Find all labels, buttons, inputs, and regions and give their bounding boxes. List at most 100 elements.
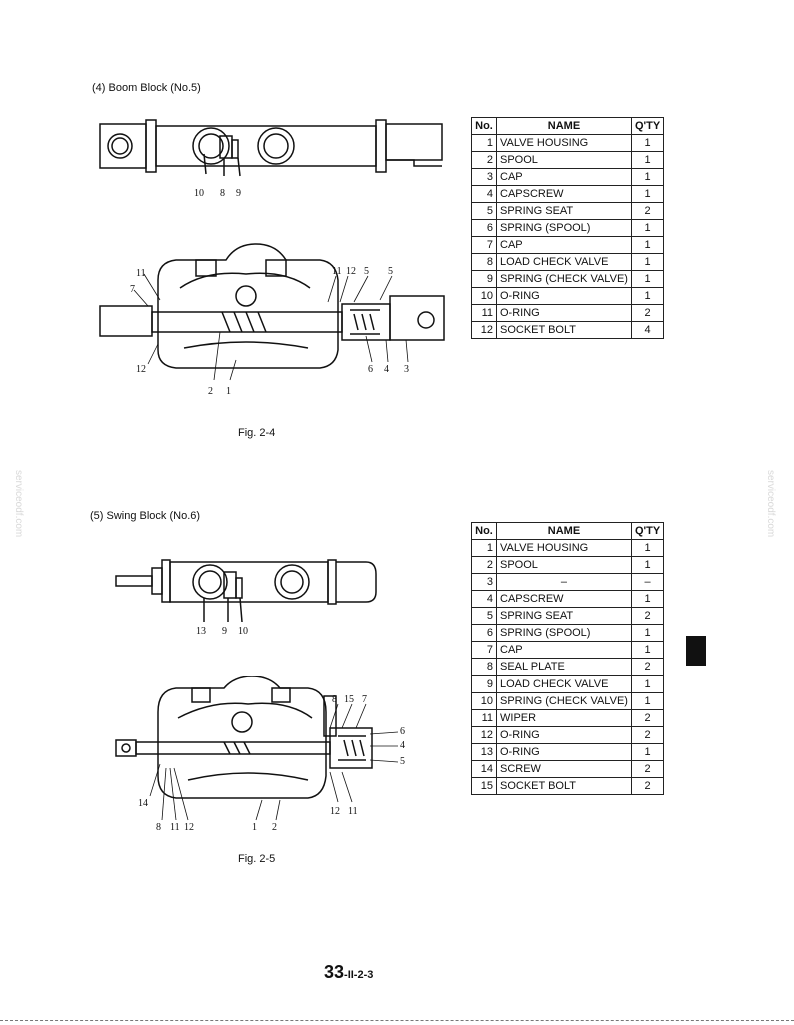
cell-name: SPRING (CHECK VALVE) [496,692,632,710]
cell-qty: 1 [630,151,665,169]
cell-no: 9 [471,270,497,288]
cell-qty: 1 [630,624,665,642]
cell-name: CAP [496,236,632,254]
watermark-left: serviceodf.com [13,470,24,538]
column-header-name: NAME [496,522,632,540]
cell-qty: 2 [630,726,665,744]
cell-qty: 2 [630,202,665,220]
swing-top-callout-13: 13 [196,626,206,637]
cell-name: VALVE HOUSING [496,134,632,152]
cell-no: 4 [471,185,497,203]
cell-no: 2 [471,151,497,169]
cell-qty: 1 [630,556,665,574]
cell-name: VALVE HOUSING [496,539,632,557]
cell-no: 6 [471,219,497,237]
cell-no: 13 [471,743,497,761]
swing-callout-12-left: 12 [184,822,194,833]
cell-no: 5 [471,607,497,625]
cell-no: 3 [471,573,497,591]
swing-block-top-view-drawing: 13 9 10 [115,559,377,637]
cell-name: CAP [496,168,632,186]
column-header-no: No. [471,522,497,540]
page-number-main: 33 [324,962,345,982]
swing-top-callout-9: 9 [222,626,227,637]
cell-qty: – [630,573,665,591]
cell-qty: 1 [630,743,665,761]
swing-callout-11-right: 11 [348,806,358,817]
cell-no: 12 [471,726,497,744]
cell-qty: 1 [630,641,665,659]
section-heading-boom-block: (4) Boom Block (No.5) [92,82,201,94]
swing-callout-12-right: 12 [330,806,340,817]
boom-top-callout-8: 8 [220,188,225,199]
cell-name: SCREW [496,760,632,778]
boom-top-callout-9: 9 [236,188,241,199]
cell-name: SEAL PLATE [496,658,632,676]
swing-callout-15: 15 [344,694,354,705]
cell-name: – [496,573,632,591]
cell-qty: 1 [630,219,665,237]
cell-name: CAPSCREW [496,590,632,608]
swing-callout-2: 2 [272,822,277,833]
chapter-tab-marker [686,636,706,666]
swing-callout-8-top: 8 [332,694,337,705]
cell-name: SPRING SEAT [496,607,632,625]
table-row: 3–– [471,573,665,591]
cell-qty: 1 [630,692,665,710]
cell-no: 11 [471,304,497,322]
column-header-name: NAME [496,117,632,135]
boom-callout-3: 3 [404,364,409,375]
cell-no: 9 [471,675,497,693]
cell-qty: 1 [630,590,665,608]
cell-name: SPRING (SPOOL) [496,219,632,237]
boom-callout-12-left: 12 [136,364,146,375]
cell-no: 3 [471,168,497,186]
cell-name: LOAD CHECK VALVE [496,253,632,271]
cell-name: CAPSCREW [496,185,632,203]
cell-qty: 2 [630,777,665,795]
swing-callout-6: 6 [400,726,405,737]
boom-callout-11-left: 11 [136,268,146,279]
section-heading-swing-block: (5) Swing Block (No.6) [90,510,201,522]
cell-name: SOCKET BOLT [496,777,632,795]
cell-qty: 1 [630,270,665,288]
cell-no: 8 [471,253,497,271]
cell-qty: 4 [630,321,665,339]
cell-qty: 1 [630,185,665,203]
cell-name: WIPER [496,709,632,727]
cell-no: 2 [471,556,497,574]
cell-no: 1 [471,539,497,557]
cell-no: 11 [471,709,497,727]
cell-no: 6 [471,624,497,642]
cell-no: 7 [471,641,497,659]
boom-callout-5-a: 5 [364,266,369,277]
cell-name: SPRING (CHECK VALVE) [496,270,632,288]
cell-no: 5 [471,202,497,220]
cell-qty: 1 [630,134,665,152]
cell-no: 15 [471,777,497,795]
column-header-qty: Q'TY [630,117,665,135]
swing-callout-4: 4 [400,740,405,751]
cell-name: CAP [496,641,632,659]
cell-no: 10 [471,692,497,710]
cell-qty: 2 [630,760,665,778]
cell-qty: 1 [630,539,665,557]
cell-name: O-RING [496,743,632,761]
cell-name: O-RING [496,726,632,744]
